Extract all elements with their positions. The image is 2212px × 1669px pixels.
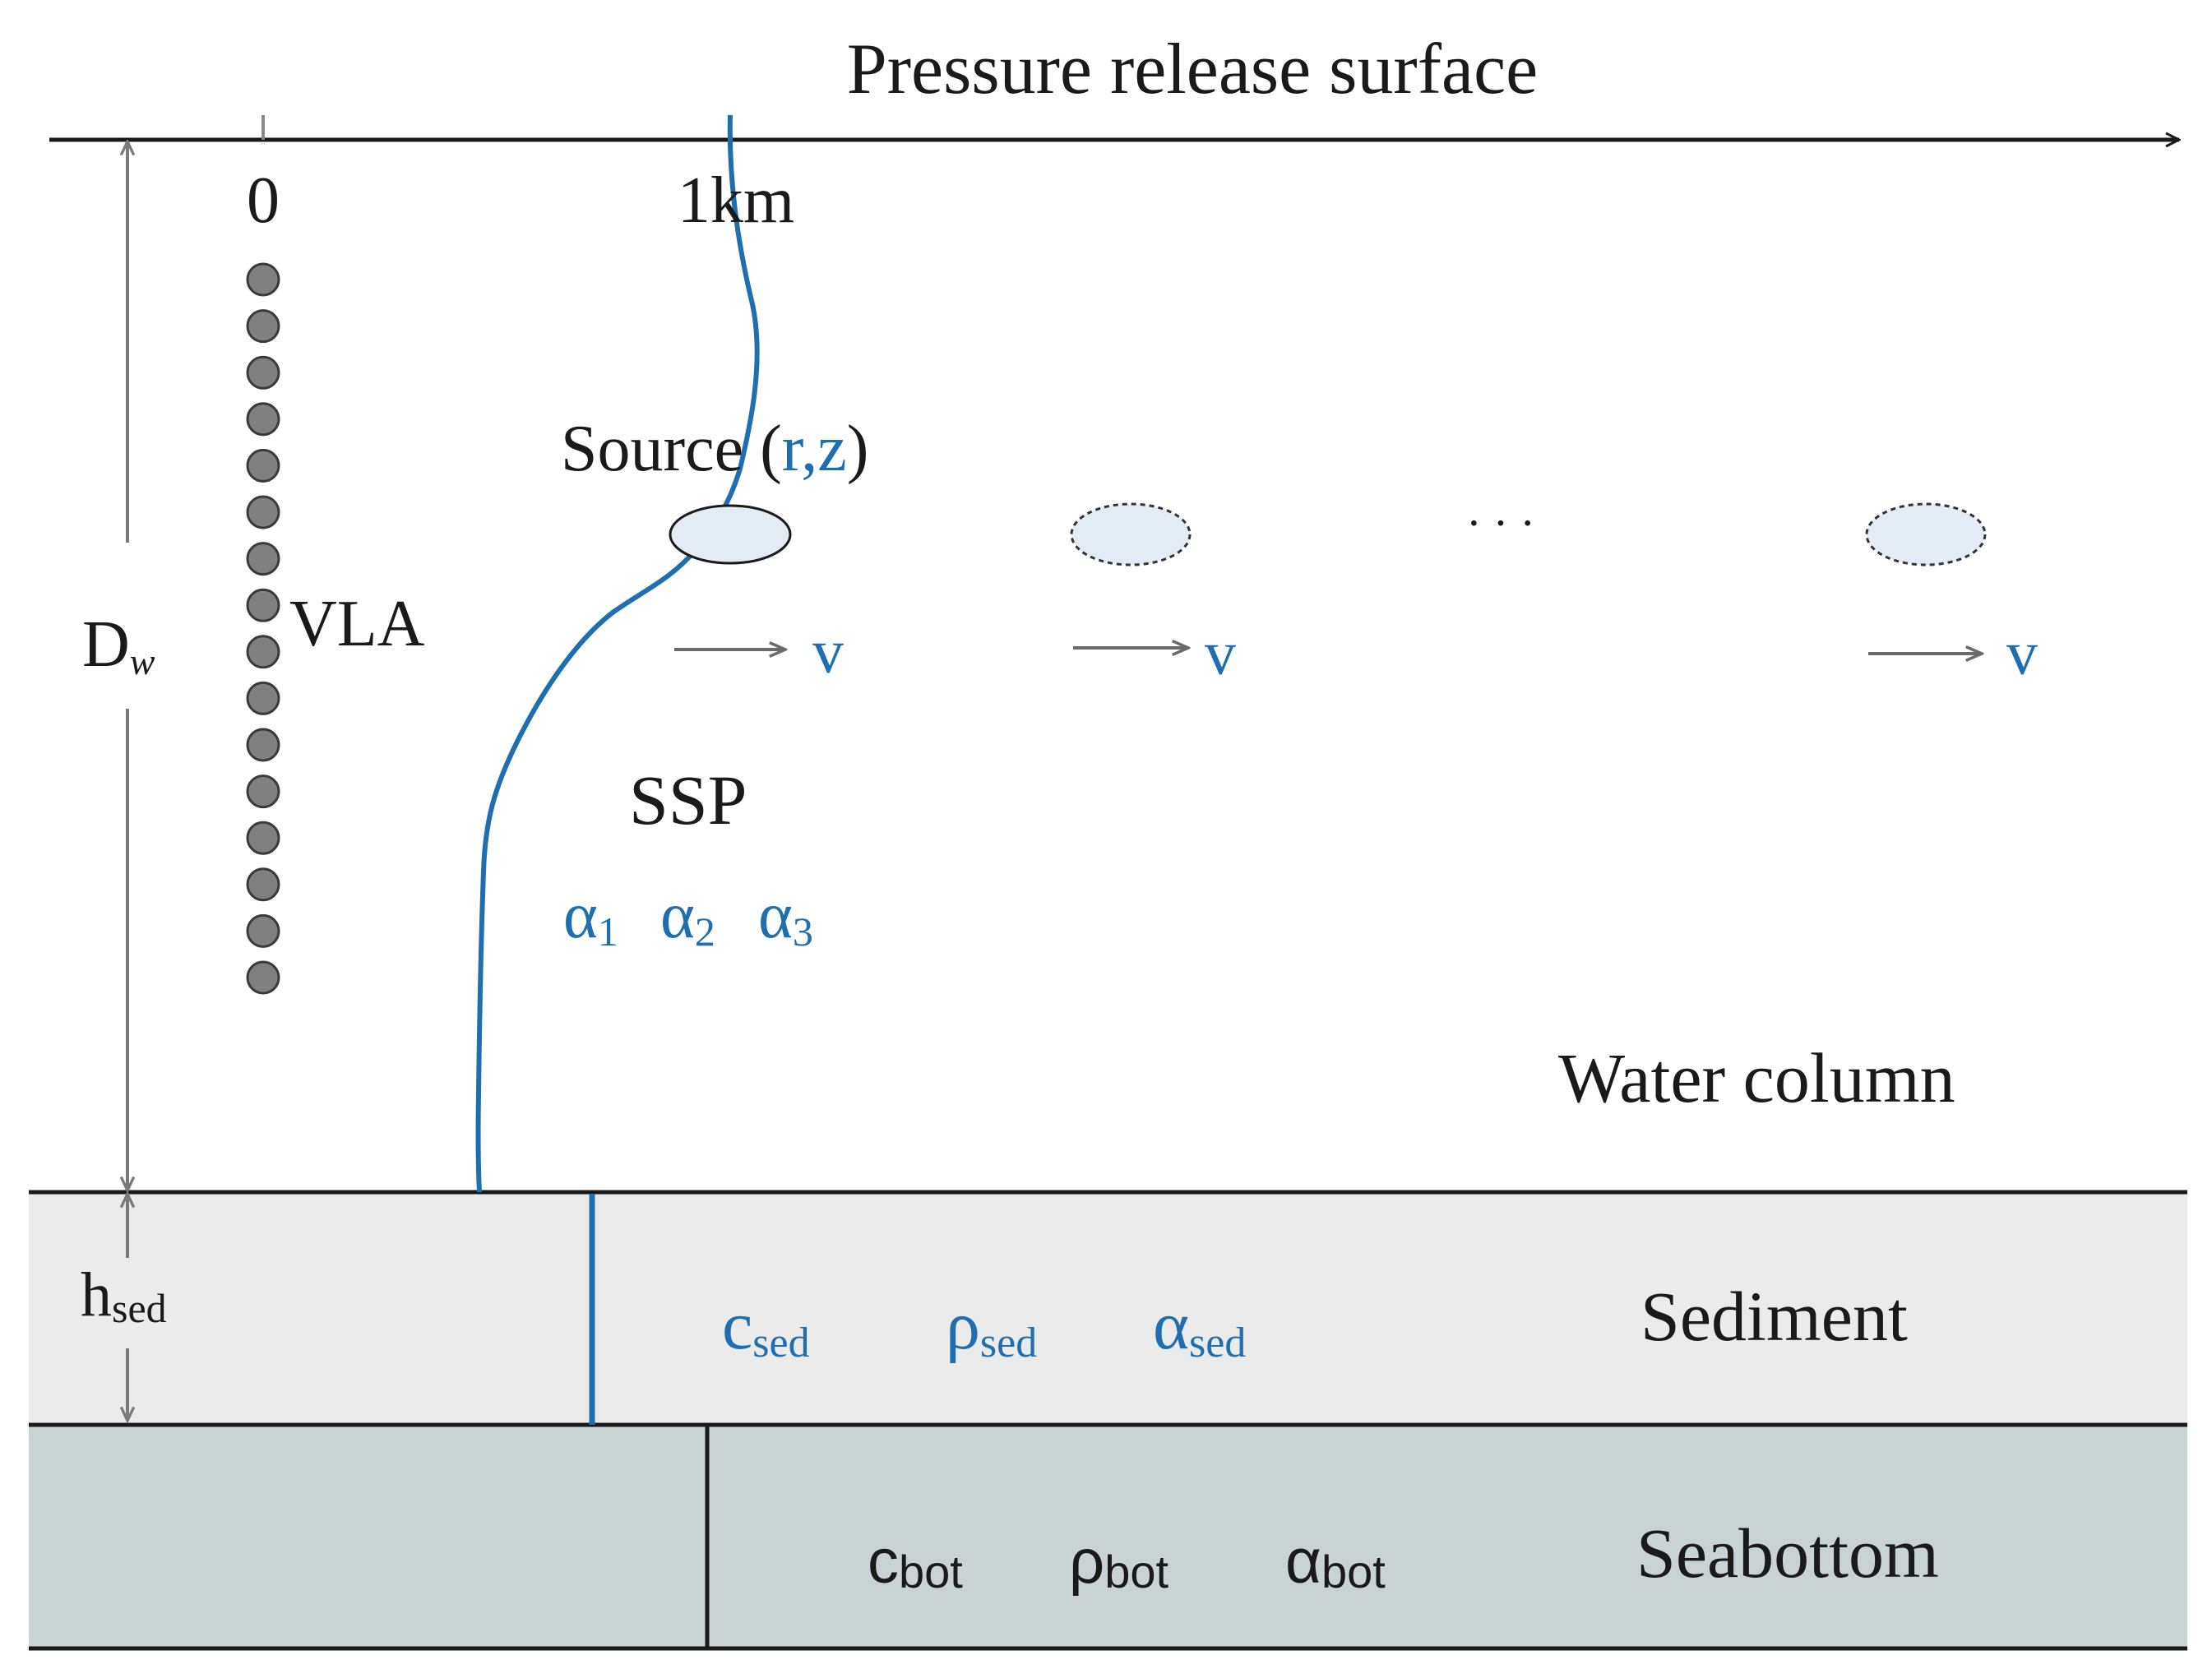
source-coords: r,z bbox=[782, 413, 847, 485]
hydrophone bbox=[246, 913, 280, 948]
ssp-params: α1 α2 α3 bbox=[563, 880, 813, 960]
ellipsis-label: · · · bbox=[1466, 498, 1535, 549]
range-1km-label: 1km bbox=[678, 164, 794, 237]
range-zero-label: 0 bbox=[247, 164, 280, 237]
bottom-alpha-sub: bot bbox=[1321, 1546, 1386, 1597]
ssp-alpha-2: α bbox=[660, 880, 695, 952]
hydrophone bbox=[246, 821, 280, 855]
velocity-label-2: v bbox=[1205, 619, 1236, 688]
bottom-rho: ρ bbox=[1069, 1527, 1104, 1597]
surface-label: Pressure release surface bbox=[847, 30, 1538, 109]
sediment-alpha: α bbox=[1153, 1288, 1189, 1364]
hydrophone bbox=[246, 355, 280, 390]
sediment-layer bbox=[29, 1192, 2187, 1422]
bottom-alpha: α bbox=[1285, 1527, 1321, 1597]
velocity-label-3: v bbox=[2006, 619, 2038, 688]
hydrophone bbox=[246, 495, 280, 529]
depth-label: Dw bbox=[82, 608, 155, 682]
sediment-rho-sub: sed bbox=[980, 1320, 1037, 1366]
hydrophone bbox=[246, 635, 280, 669]
bottom-c-sub: bot bbox=[899, 1546, 963, 1597]
vla-label: VLA bbox=[289, 588, 425, 660]
source-position-2 bbox=[1070, 502, 1192, 566]
ssp-alpha-3-sub: 3 bbox=[793, 908, 813, 955]
hydrophone bbox=[246, 542, 280, 576]
bottom-c: c bbox=[868, 1527, 899, 1597]
source-position-3 bbox=[1865, 502, 1987, 566]
sediment-alpha-sub: sed bbox=[1189, 1320, 1246, 1366]
vertical-line-array bbox=[246, 262, 280, 995]
depth-subscript: w bbox=[130, 640, 155, 682]
velocity-label-1: v bbox=[812, 617, 844, 687]
source-ellipse bbox=[669, 504, 792, 565]
sediment-label: Sediment bbox=[1640, 1277, 1908, 1356]
seabottom-label: Seabottom bbox=[1636, 1514, 1939, 1593]
hydrophone bbox=[246, 867, 280, 902]
ssp-alpha-2-sub: 2 bbox=[695, 908, 715, 955]
sediment-c: c bbox=[722, 1288, 752, 1364]
hydrophone bbox=[246, 588, 280, 622]
depth-symbol: D bbox=[82, 608, 130, 681]
hydrophone bbox=[246, 262, 280, 297]
ssp-label: SSP bbox=[629, 761, 747, 839]
sediment-thickness-label: hsed bbox=[81, 1260, 167, 1331]
sediment-thickness-sub: sed bbox=[112, 1285, 167, 1331]
sediment-rho: ρ bbox=[946, 1288, 980, 1364]
ssp-alpha-1: α bbox=[563, 880, 598, 952]
ssp-alpha-1-sub: 1 bbox=[598, 908, 618, 955]
source-label: Source (r,z) bbox=[561, 413, 868, 485]
hydrophone bbox=[246, 728, 280, 762]
bottom-rho-sub: bot bbox=[1104, 1546, 1168, 1597]
source-suffix: ) bbox=[847, 413, 869, 485]
sediment-c-sub: sed bbox=[752, 1320, 809, 1366]
ssp-curve bbox=[475, 114, 760, 1193]
sediment-params: csed ρsed αsed bbox=[722, 1288, 1246, 1372]
hydrophone bbox=[246, 402, 280, 437]
bottom-params: cbot ρbot αbot bbox=[868, 1527, 1386, 1602]
hydrophone bbox=[246, 448, 280, 483]
ssp-alpha-3: α bbox=[758, 880, 793, 952]
water-column-label: Water column bbox=[1558, 1038, 1955, 1117]
hydrophone bbox=[246, 681, 280, 715]
hydrophone bbox=[246, 774, 280, 809]
hydrophone bbox=[246, 960, 280, 995]
hydrophone bbox=[246, 309, 280, 344]
source-prefix: Source ( bbox=[561, 413, 782, 485]
sediment-thickness-symbol: h bbox=[81, 1260, 112, 1329]
seabottom-layer bbox=[29, 1425, 2187, 1648]
